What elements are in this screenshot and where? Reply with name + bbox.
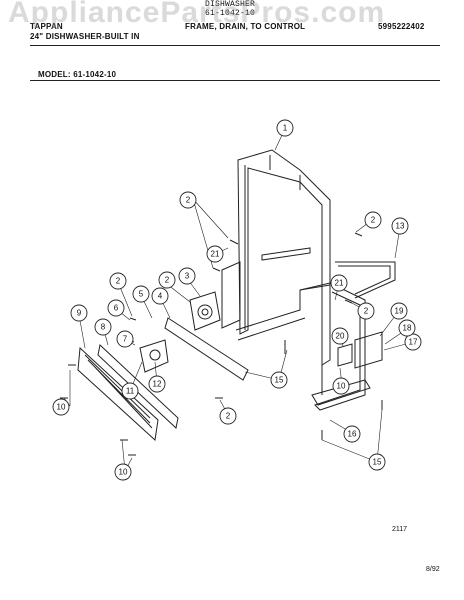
svg-text:15: 15	[373, 458, 382, 467]
callout-19: 19	[390, 302, 408, 320]
callout-20: 20	[331, 327, 349, 345]
svg-text:17: 17	[409, 338, 418, 347]
callout-4: 4	[151, 287, 169, 305]
callout-11: 11	[121, 382, 139, 400]
svg-text:2: 2	[116, 277, 121, 286]
switch-12	[139, 339, 169, 373]
svg-text:10: 10	[337, 382, 346, 391]
model-rule	[30, 80, 440, 81]
callout-2: 2	[158, 271, 176, 289]
svg-text:9: 9	[77, 309, 82, 318]
callout-12: 12	[148, 375, 166, 393]
part-20	[337, 343, 353, 367]
svg-text:6: 6	[114, 304, 119, 313]
brand-line-2: 24" DISHWASHER-BUILT IN	[30, 32, 140, 41]
svg-text:16: 16	[348, 430, 357, 439]
svg-text:4: 4	[158, 292, 163, 301]
callout-5: 5	[132, 285, 150, 303]
callout-2: 2	[179, 191, 197, 209]
callout-2: 2	[364, 211, 382, 229]
rod-13	[335, 261, 396, 299]
svg-text:21: 21	[335, 279, 344, 288]
part-number: 5995222402	[378, 22, 425, 31]
callout-13: 13	[391, 217, 409, 235]
figure-number: 2117	[392, 526, 408, 533]
callout-10: 10	[332, 377, 350, 395]
motor-body	[189, 291, 221, 331]
header-rule	[30, 45, 440, 46]
watermark: AppliancePartsPros.com	[8, 0, 386, 29]
svg-text:2: 2	[0, 0, 3, 5]
callout-10: 10	[114, 463, 132, 481]
svg-text:2: 2	[186, 196, 191, 205]
svg-text:15: 15	[0, 0, 5, 5]
bracket-3	[221, 261, 241, 329]
callout-10: 10	[52, 398, 70, 416]
svg-text:2: 2	[165, 276, 170, 285]
model-row: MODEL: 61-1042-10	[38, 70, 116, 79]
svg-text:1: 1	[283, 124, 288, 133]
svg-text:7: 7	[123, 335, 128, 344]
callout-17: 17	[404, 333, 422, 351]
svg-text:13: 13	[396, 222, 405, 231]
rail-8	[97, 344, 179, 429]
callout-15: 15	[270, 371, 288, 389]
document-title: DISHWASHER	[205, 0, 255, 9]
svg-text:3: 3	[185, 272, 190, 281]
callout-2: 2	[357, 302, 375, 320]
callout-1: 1	[276, 119, 294, 137]
callout-21: 21	[330, 274, 348, 292]
svg-text:18: 18	[403, 324, 412, 333]
svg-text:2: 2	[371, 216, 376, 225]
svg-text:19: 19	[395, 307, 404, 316]
callout-10: 10	[0, 0, 5, 5]
svg-text:10: 10	[0, 0, 5, 5]
svg-text:10: 10	[57, 403, 66, 412]
svg-text:12: 12	[153, 380, 162, 389]
callout-18: 18	[398, 319, 416, 337]
svg-text:21: 21	[211, 250, 220, 259]
model-label: MODEL:	[38, 70, 71, 79]
callout-6: 6	[107, 299, 125, 317]
callout-8: 8	[94, 318, 112, 336]
document-subtitle: 61-1042-10	[205, 9, 255, 18]
bracket-18	[354, 331, 383, 369]
svg-text:5: 5	[139, 290, 144, 299]
callout-15: 15	[368, 453, 386, 471]
callout-2: 2	[109, 272, 127, 290]
svg-text:15: 15	[275, 376, 284, 385]
model-value: 61-1042-10	[73, 70, 117, 79]
svg-text:11: 11	[126, 387, 135, 396]
svg-text:2: 2	[364, 307, 369, 316]
section-title: FRAME, DRAIN, TO CONTROL	[185, 22, 306, 31]
rod-13-inner	[338, 265, 391, 295]
callout-7: 7	[116, 330, 134, 348]
title-line-1: DISHWASHER	[205, 0, 256, 9]
brand-line-1: TAPPAN	[30, 22, 63, 31]
revision-date: 8/92	[426, 566, 440, 573]
frame-assembly	[235, 149, 371, 411]
callout-2: 2	[0, 0, 3, 5]
callout-9: 9	[70, 304, 88, 322]
callout-21: 21	[206, 245, 224, 263]
callout-3: 3	[178, 267, 196, 285]
callout-16: 16	[343, 425, 361, 443]
title-line-2: 61-1042-10	[205, 9, 256, 18]
callout-2: 2	[219, 407, 237, 425]
callout-15: 15	[0, 0, 5, 5]
svg-text:2: 2	[226, 412, 231, 421]
svg-text:8: 8	[101, 323, 106, 332]
rail-4	[164, 317, 249, 381]
svg-text:10: 10	[119, 468, 128, 477]
svg-text:20: 20	[336, 332, 345, 341]
